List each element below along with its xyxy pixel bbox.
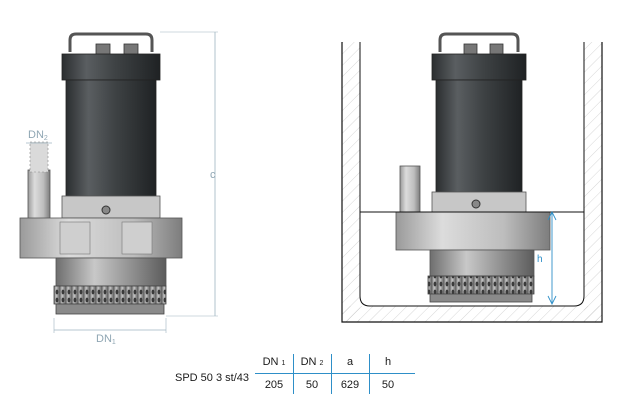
value-h: 50 [381,379,395,391]
right-pump [395,32,551,303]
value-dn2: 50 [305,379,319,391]
pump-motor [435,79,523,195]
strainer-bottom [55,303,165,315]
dim-arrow-bottom [547,295,557,306]
header-dn1: DN 1 [262,356,286,368]
pump-volute [19,217,183,259]
pump-bearing-housing [61,195,161,219]
dim-arrow-top [547,210,557,221]
label-dn1: DN1 [96,333,116,346]
table-col-rule [293,354,294,394]
table-col-rule [369,354,370,394]
value-dn1: 205 [264,379,284,391]
volute-rib [59,221,91,255]
sump-outline [341,42,603,323]
pump-handle [438,32,520,52]
label-h: h [537,254,543,265]
outlet-nozzle [29,141,49,173]
outlet-pipe [27,169,51,221]
pump-top-cap [431,53,527,81]
strainer-holes [53,285,167,305]
header-dn2: DN 2 [300,356,324,368]
bolt [101,205,111,215]
left-dimensions: DN2 c DN1 [26,31,218,346]
table-header-rule [255,373,415,374]
strainer-top [429,249,535,277]
outlet-pipe [399,165,421,215]
header-a: a [346,356,354,368]
bolt [471,199,481,209]
table-col-rule [331,354,332,394]
model-name: SPD 50 3 st/43 [175,372,249,384]
volute-rib [121,221,153,255]
header-h: h [384,356,392,368]
label-dn2: DN2 [28,129,48,142]
sump-floor [342,306,602,322]
label-c: c [210,169,216,181]
sump-inner [359,42,585,307]
pump-top-cap [61,53,161,81]
sump-wall-left [342,42,360,322]
strainer-holes [427,275,535,295]
pump-volute [395,211,551,251]
pump-motor [65,79,157,199]
left-pump [19,32,183,315]
strainer-top [55,257,167,287]
value-a: 629 [340,379,360,391]
pump-handle [68,32,154,52]
sump-wall-right [584,42,602,322]
strainer-bottom [429,293,533,303]
right-drawing: h [341,32,603,323]
